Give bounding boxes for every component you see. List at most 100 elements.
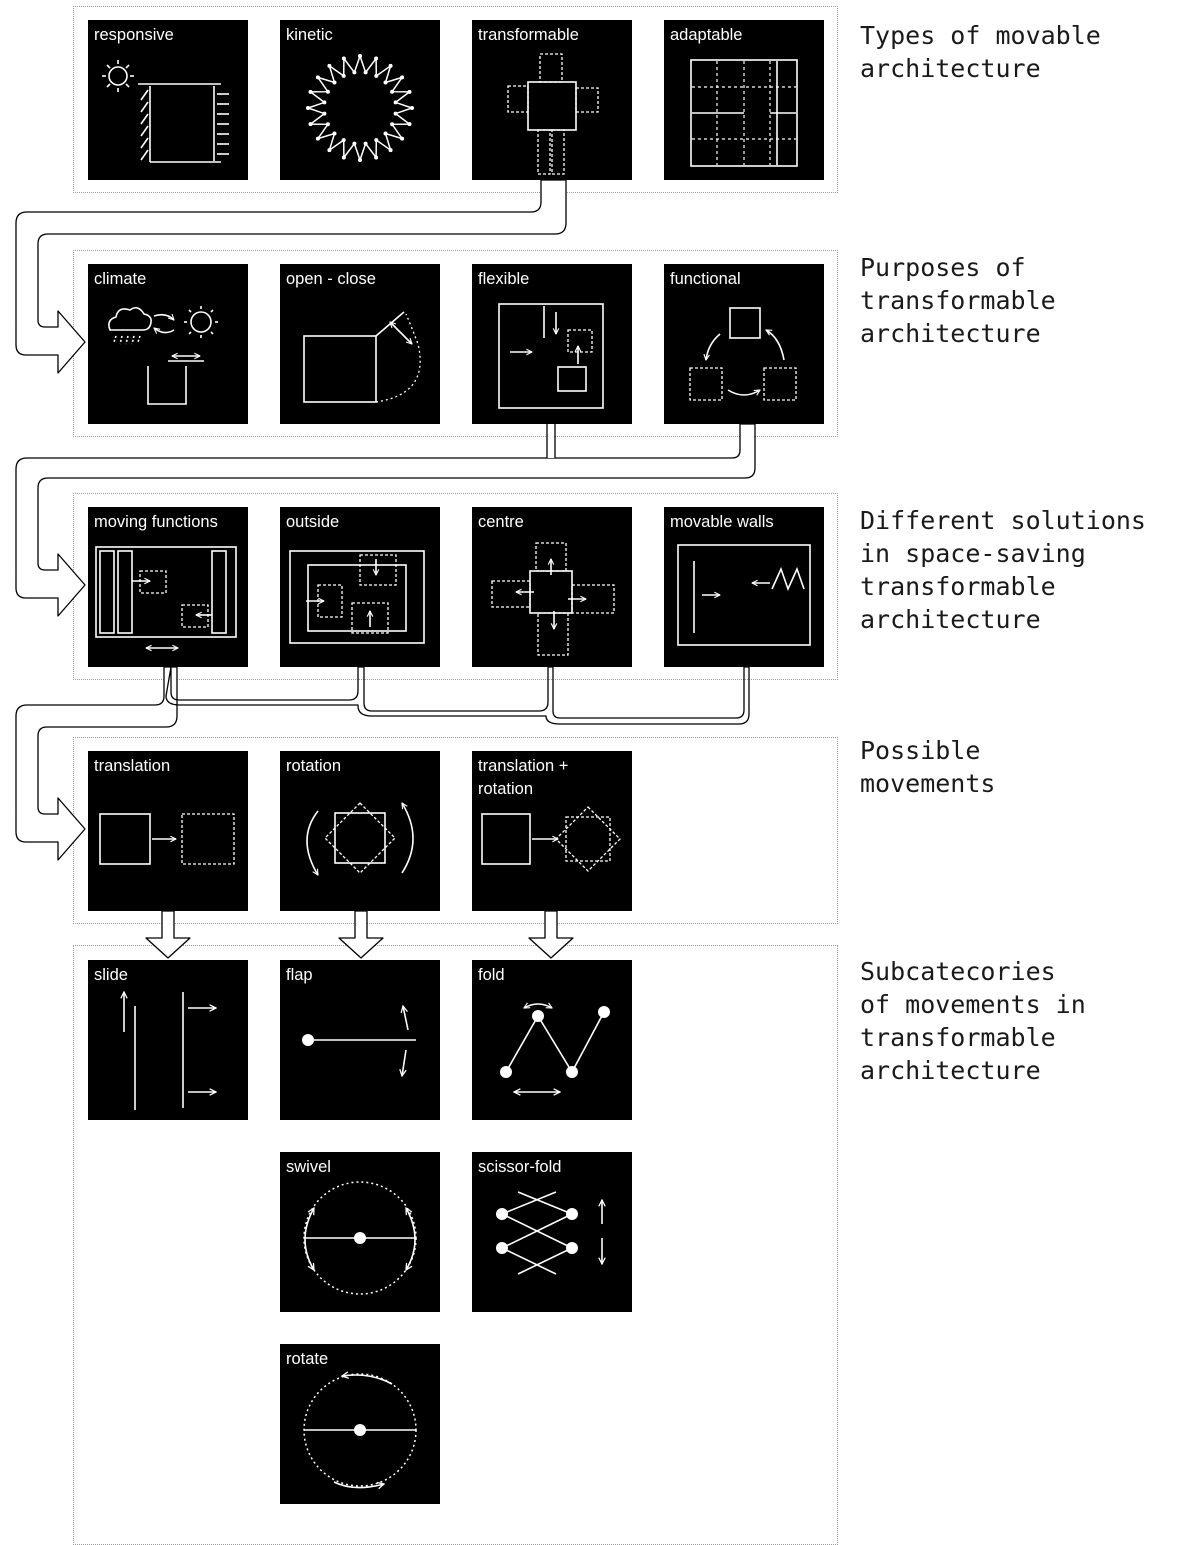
tile-label: centre bbox=[478, 513, 524, 531]
kinetic-joint bbox=[363, 141, 368, 146]
tile-label: moving functions bbox=[94, 513, 218, 531]
caption-types: Types of movable architecture bbox=[860, 21, 1101, 83]
tile-flap: flap bbox=[280, 960, 440, 1120]
kinetic-joint bbox=[388, 63, 393, 68]
tile-translation: translation bbox=[88, 751, 248, 911]
kinetic-joint bbox=[358, 54, 362, 58]
kinetic-joint bbox=[325, 122, 330, 127]
kinetic-joint bbox=[327, 148, 332, 153]
functional-diagram bbox=[689, 307, 797, 401]
kinetic-joint bbox=[315, 136, 320, 141]
kinetic-joint bbox=[407, 89, 412, 94]
tile-functional: functional bbox=[664, 264, 824, 424]
rotation-diagram bbox=[306, 751, 414, 911]
scissor-fold-diagram bbox=[496, 1191, 632, 1275]
tile-label: rotate bbox=[286, 1350, 329, 1368]
outside-diagram bbox=[289, 550, 425, 644]
kinetic-joint bbox=[327, 63, 332, 68]
kinetic-joint bbox=[325, 89, 330, 94]
tile-kinetic: kinetic bbox=[280, 20, 440, 180]
kinetic-joint bbox=[332, 131, 337, 136]
kinetic-joint bbox=[374, 138, 379, 143]
kinetic-joint bbox=[308, 122, 313, 127]
kinetic-joint bbox=[332, 80, 337, 85]
kinetic-joint bbox=[341, 56, 346, 61]
kinetic-joint bbox=[306, 106, 310, 110]
tile-label: fold bbox=[478, 966, 505, 984]
kinetic-joint bbox=[374, 73, 379, 78]
tile-label: adaptable bbox=[670, 26, 743, 44]
tile-label: translation bbox=[94, 757, 171, 775]
kinetic-joint bbox=[393, 111, 398, 116]
kinetic-joint bbox=[388, 148, 393, 153]
tile-label: kinetic bbox=[286, 26, 333, 44]
caption-solutions: Different solutions in space-saving tran… bbox=[860, 506, 1146, 634]
tile-moving-functions: moving functions bbox=[88, 507, 248, 667]
tile-label: functional bbox=[670, 270, 741, 288]
climate-diagram bbox=[108, 306, 218, 405]
kinetic-joint bbox=[410, 106, 414, 110]
caption-subcategories: Subcatecories of movements in transforma… bbox=[860, 957, 1086, 1085]
movable-walls-diagram bbox=[677, 544, 811, 646]
tile-label: rotation bbox=[286, 757, 342, 775]
fold-diagram bbox=[500, 960, 610, 1120]
open-close-diagram bbox=[303, 311, 421, 403]
tile-centre: centre bbox=[472, 507, 632, 667]
tile-label: open - close bbox=[286, 270, 376, 288]
tile-label: flap bbox=[286, 966, 313, 984]
tile-label: climate bbox=[94, 270, 147, 288]
tile-swivel: swivel bbox=[280, 1152, 440, 1312]
transformable-diagram bbox=[507, 53, 599, 175]
kinetic-joint bbox=[383, 131, 388, 136]
tile-flexible: flexible bbox=[472, 264, 632, 424]
kinetic-joint bbox=[341, 73, 346, 78]
tile-label: transformable bbox=[478, 26, 579, 44]
tile-rotate: rotate bbox=[280, 1344, 440, 1504]
tile-label: swivel bbox=[286, 1158, 331, 1176]
centre-diagram bbox=[491, 542, 615, 656]
kinetic-joint bbox=[400, 136, 405, 141]
adaptable-diagram bbox=[690, 59, 798, 167]
kinetic-joint bbox=[341, 155, 346, 160]
tile-slide: slide bbox=[88, 960, 248, 1120]
kinetic-diagram bbox=[305, 53, 415, 163]
kinetic-joint bbox=[374, 155, 379, 160]
tile-rotation: rotation bbox=[280, 751, 440, 911]
caption-purposes: Purposes of transformable architecture bbox=[860, 253, 1056, 348]
kinetic-joint bbox=[315, 75, 320, 80]
translation-rotation-diagram bbox=[481, 806, 621, 872]
kinetic-joint bbox=[407, 122, 412, 127]
rotate-diagram bbox=[303, 1344, 417, 1504]
tile-outside: outside bbox=[280, 507, 440, 667]
slide-diagram bbox=[88, 960, 248, 1110]
moving-functions-diagram bbox=[95, 546, 237, 667]
tile-label: flexible bbox=[478, 270, 530, 288]
tile-label: outside bbox=[286, 513, 340, 531]
tile-climate: climate bbox=[88, 264, 248, 424]
kinetic-joint bbox=[374, 56, 379, 61]
kinetic-joint bbox=[383, 80, 388, 85]
tile-movable-walls: movable walls bbox=[664, 507, 824, 667]
kinetic-joint bbox=[352, 70, 357, 75]
kinetic-joint bbox=[322, 111, 327, 116]
kinetic-joint bbox=[358, 158, 362, 162]
flap-diagram bbox=[302, 960, 416, 1120]
tile-responsive: responsive bbox=[88, 20, 248, 180]
kinetic-joint bbox=[390, 89, 395, 94]
translation-diagram bbox=[99, 813, 235, 865]
swivel-diagram bbox=[303, 1181, 417, 1295]
flexible-diagram bbox=[498, 303, 604, 409]
tile-scissor-fold: scissor-fold bbox=[472, 1152, 632, 1312]
tile-label: movable walls bbox=[670, 513, 774, 531]
kinetic-joint bbox=[322, 100, 327, 105]
kinetic-joint bbox=[341, 138, 346, 143]
tile-adaptable: adaptable bbox=[664, 20, 824, 180]
kinetic-joint bbox=[363, 70, 368, 75]
kinetic-joint bbox=[308, 89, 313, 94]
tile-label: scissor-fold bbox=[478, 1158, 562, 1176]
caption-movements: Possible movements bbox=[860, 736, 996, 798]
tile-transformable: transformable bbox=[472, 20, 632, 180]
kinetic-joint bbox=[400, 75, 405, 80]
tile-label: slide bbox=[94, 966, 128, 984]
tile-open-close: open - close bbox=[280, 264, 440, 424]
